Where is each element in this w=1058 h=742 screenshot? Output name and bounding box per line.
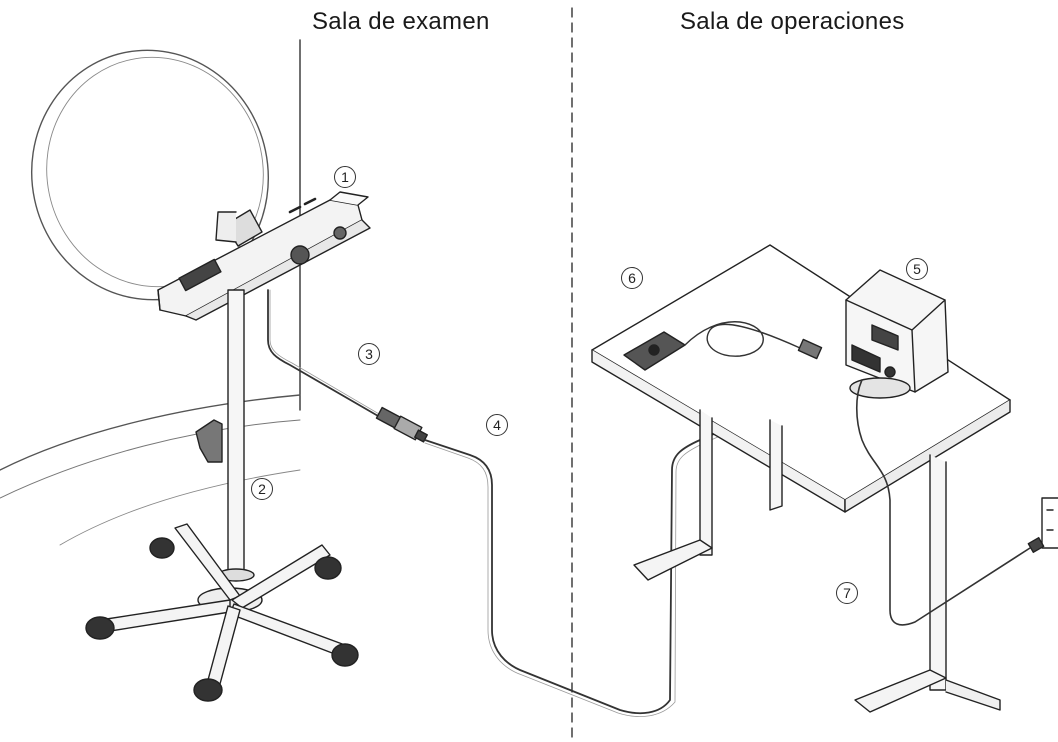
operating-room-title: Sala de operaciones bbox=[680, 8, 905, 35]
callout-4: 4 bbox=[486, 414, 508, 436]
callout-6: 6 bbox=[621, 267, 643, 289]
cable-4 bbox=[424, 369, 861, 715]
cable-3 bbox=[267, 289, 386, 421]
power-cable-7 bbox=[855, 379, 1031, 626]
stand-hook bbox=[195, 419, 223, 463]
foot-pedal bbox=[623, 321, 823, 371]
laser-console bbox=[845, 269, 949, 399]
callout-3: 3 bbox=[358, 343, 380, 365]
callout-5: 5 bbox=[906, 258, 928, 280]
cable-connector bbox=[375, 406, 428, 443]
callout-7: 7 bbox=[836, 582, 858, 604]
wall-outlet bbox=[1027, 497, 1058, 554]
callout-2: 2 bbox=[251, 478, 273, 500]
stand-pole bbox=[227, 289, 245, 576]
operating-table bbox=[591, 244, 1011, 713]
pedal-cable bbox=[684, 321, 801, 357]
callout-1: 1 bbox=[334, 166, 356, 188]
rolling-stand bbox=[85, 289, 359, 702]
caster-wheels bbox=[85, 537, 359, 702]
exam-room-title: Sala de examen bbox=[312, 8, 490, 35]
